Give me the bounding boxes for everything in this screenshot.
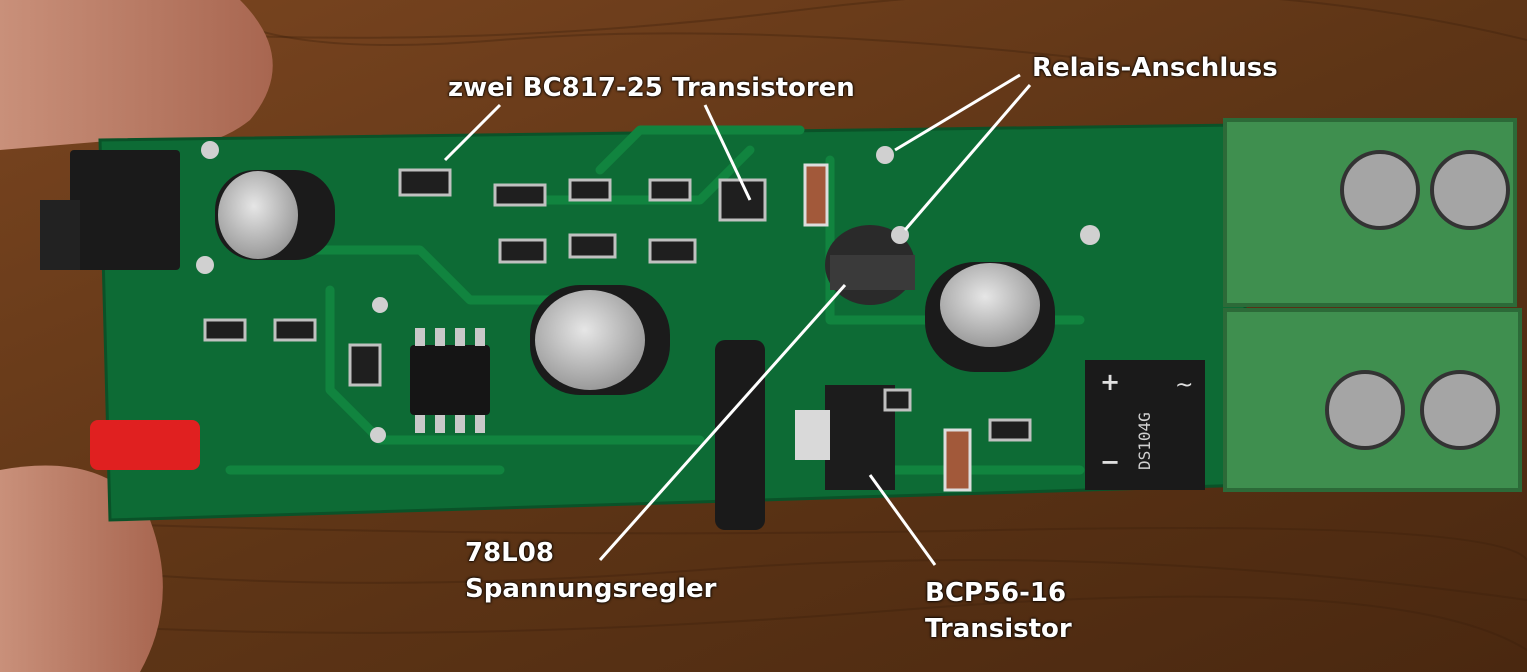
leader-relay-bottom	[903, 84, 1032, 231]
label-78l08-desc: Spannungsregler	[465, 574, 717, 604]
bridge-plus-mark: +	[1100, 368, 1120, 396]
label-78l08-regulator: 78L08 Spannungsregler	[465, 535, 716, 607]
label-bc817-transistors: zwei BC817-25 Transistoren	[448, 73, 855, 103]
pin-header	[715, 340, 765, 530]
label-78l08-part: 78L08	[465, 538, 554, 568]
leader-bcp56	[868, 474, 937, 566]
bridge-rectifier	[1085, 360, 1205, 490]
capacitor-3	[925, 262, 1055, 372]
terminal-block-top	[1223, 118, 1517, 307]
leader-relay-top	[894, 73, 1021, 152]
bridge-minus-mark: −	[1100, 448, 1120, 476]
ic-chip	[410, 345, 490, 415]
solder-pads	[196, 141, 1100, 443]
leader-78l08	[598, 284, 847, 561]
leader-bc817-left	[443, 103, 502, 162]
diode-1	[803, 163, 829, 227]
finger-top	[0, 0, 273, 150]
smd-components	[203, 168, 1032, 442]
bridge-rectifier-marking: DS104G	[1135, 412, 1154, 470]
leader-bc817-right	[703, 104, 752, 201]
leader-lines	[443, 73, 1032, 566]
dc-jack	[70, 150, 180, 270]
label-relay-connection: Relais-Anschluss	[1032, 53, 1278, 83]
led	[90, 420, 200, 470]
regulator-78l08	[825, 225, 915, 305]
capacitor-1	[215, 170, 335, 260]
transistor-bcp56	[825, 385, 895, 490]
bridge-ac-mark: ~	[1175, 373, 1193, 398]
terminal-block-bottom	[1223, 308, 1522, 492]
capacitor-2	[530, 285, 670, 395]
label-bcp56-part: BCP56-16	[925, 578, 1067, 608]
diode-2	[943, 428, 972, 492]
label-bcp56-desc: Transistor	[925, 614, 1072, 644]
label-bcp56-transistor: BCP56-16 Transistor	[925, 575, 1072, 647]
